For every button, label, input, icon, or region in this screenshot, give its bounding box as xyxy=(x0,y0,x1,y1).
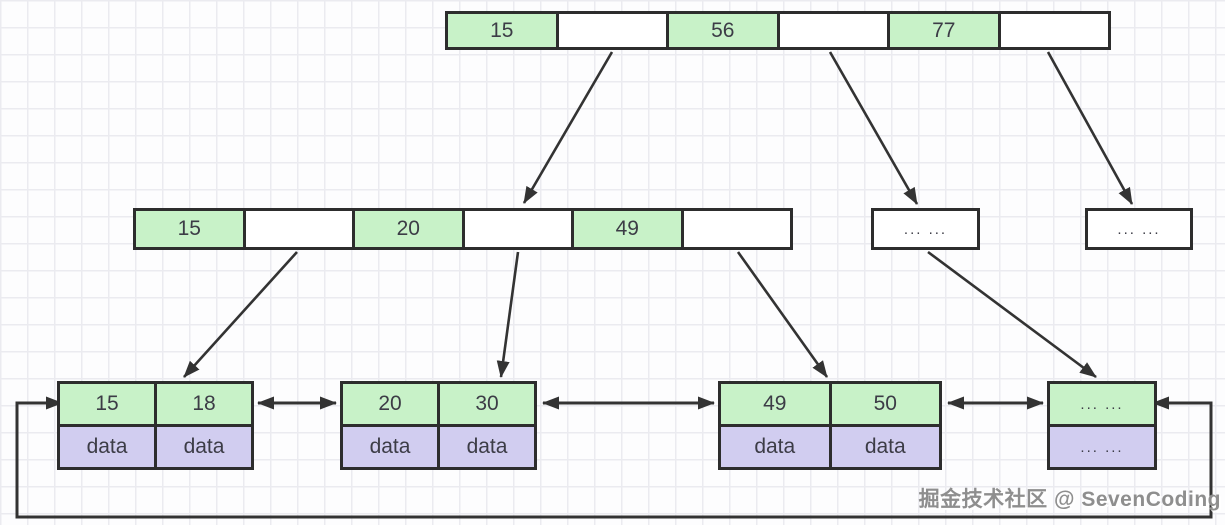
leaf-node-1: 15 18 data data xyxy=(57,381,254,470)
key-cell: 77 xyxy=(890,14,1001,47)
edge-internal-to-leaf-2 xyxy=(496,251,520,378)
key-cell: 15 xyxy=(60,384,157,424)
key-cell: 15 xyxy=(448,14,559,47)
data-cell: data xyxy=(157,427,251,467)
pointer-cell xyxy=(464,211,574,247)
leaf-node-2: 20 30 data data xyxy=(340,381,537,470)
internal-node-ellipsis-1: ... ... xyxy=(871,208,980,250)
pointer-cell xyxy=(1000,14,1108,47)
key-cell: 20 xyxy=(355,211,465,247)
pointer-cell xyxy=(558,14,669,47)
data-cell: data xyxy=(343,427,440,467)
ellipsis-cell: ... ... xyxy=(874,211,977,247)
pointer-cell xyxy=(683,211,790,247)
leaf-node-ellipsis: ... ... ... ... xyxy=(1047,381,1157,470)
data-cell: data xyxy=(440,427,534,467)
key-cell: 49 xyxy=(574,211,684,247)
edge-root-to-more-2 xyxy=(1046,51,1134,205)
internal-node-ellipsis-2: ... ... xyxy=(1085,208,1193,250)
edge-root-to-internal xyxy=(522,51,614,204)
internal-node: 15 20 49 xyxy=(133,208,793,250)
leaf-node-3: 49 50 data data xyxy=(718,381,942,470)
root-node: 15 56 77 xyxy=(445,11,1111,50)
data-cell: data xyxy=(721,427,832,467)
edge-internal-to-leaf-3 xyxy=(736,251,829,378)
key-cell: 49 xyxy=(721,384,832,424)
data-cell: ... ... xyxy=(1050,427,1154,467)
key-cell: ... ... xyxy=(1050,384,1154,424)
key-cell: 50 xyxy=(831,384,939,424)
pointer-cell xyxy=(779,14,890,47)
ellipsis-cell: ... ... xyxy=(1088,211,1190,247)
key-cell: 30 xyxy=(440,384,534,424)
key-cell: 15 xyxy=(136,211,246,247)
edge-internal-to-leaf-1 xyxy=(183,251,298,378)
watermark: 掘金技术社区 @ SevenCoding xyxy=(918,488,1221,511)
edge-root-to-more-1 xyxy=(828,51,919,205)
key-cell: 18 xyxy=(157,384,251,424)
data-cell: data xyxy=(831,427,939,467)
key-cell: 56 xyxy=(669,14,780,47)
pointer-cell xyxy=(245,211,355,247)
key-cell: 20 xyxy=(343,384,440,424)
data-cell: data xyxy=(60,427,157,467)
edge-more-1-to-leaf-4 xyxy=(927,250,1097,379)
